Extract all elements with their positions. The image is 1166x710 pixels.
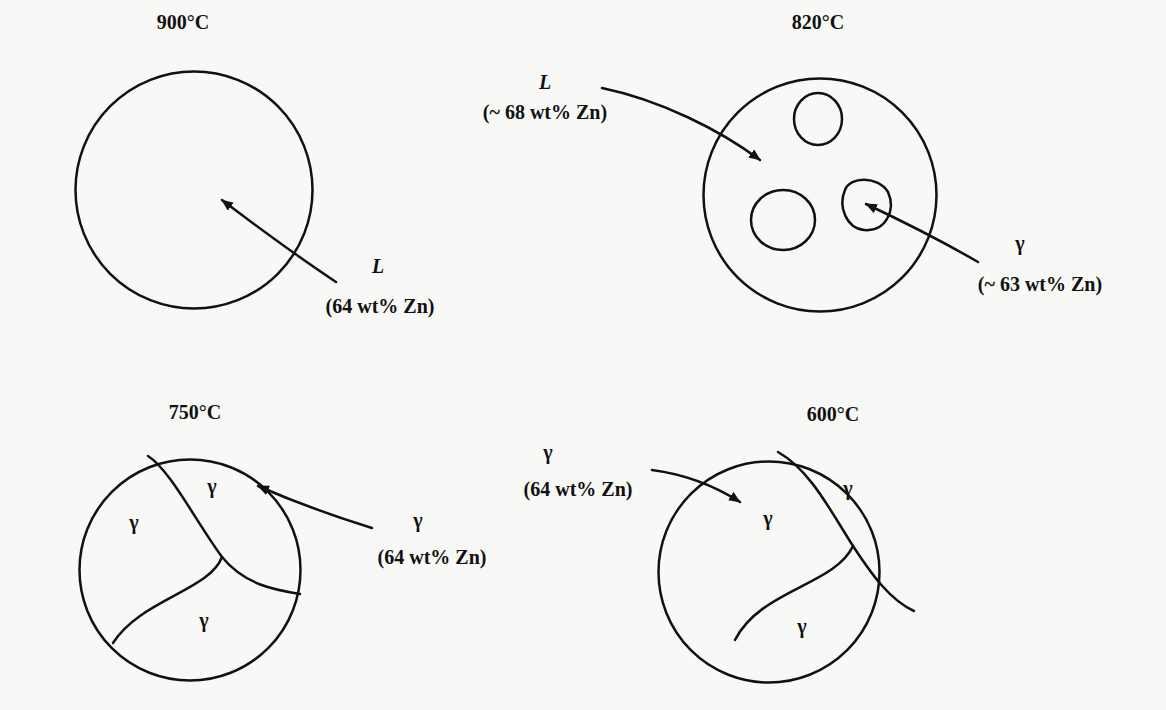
composition-label: (64 wt% Zn) bbox=[326, 295, 435, 317]
composition-label: (64 wt% Zn) bbox=[524, 478, 633, 500]
solid-grain bbox=[794, 93, 842, 145]
phase-label: γ bbox=[797, 615, 806, 637]
temperature-heading: 750°C bbox=[169, 401, 221, 423]
phase-symbol: L bbox=[539, 71, 551, 93]
phase-label: γ bbox=[207, 475, 216, 497]
phase-label: γ bbox=[199, 609, 208, 631]
micrograph-circle: 900°C bbox=[74, 70, 314, 310]
phase-symbol: L bbox=[372, 255, 384, 277]
leader-arrow bbox=[652, 470, 740, 502]
grain-boundary bbox=[735, 546, 853, 640]
circle-outline bbox=[702, 77, 938, 313]
composition-label: (~ 68 wt% Zn) bbox=[483, 101, 607, 123]
circle-outline bbox=[74, 70, 314, 310]
composition-label: (64 wt% Zn) bbox=[378, 546, 487, 568]
phase-label: γ bbox=[843, 477, 852, 499]
composition-label: (~ 63 wt% Zn) bbox=[978, 273, 1102, 295]
grain-boundary bbox=[113, 557, 222, 643]
leader-arrow bbox=[222, 200, 336, 282]
grain-boundary bbox=[148, 456, 300, 594]
phase-symbol: γ bbox=[1015, 232, 1024, 254]
temperature-heading: 600°C bbox=[807, 403, 859, 425]
phase-label: γ bbox=[129, 511, 138, 533]
temperature-heading: 820°C bbox=[792, 11, 844, 33]
leader-arrow bbox=[602, 88, 760, 160]
temperature-heading: 900°C bbox=[157, 11, 209, 33]
circle-outline bbox=[78, 458, 302, 682]
leader-arrow bbox=[258, 486, 372, 528]
phase-symbol: γ bbox=[543, 441, 552, 463]
phase-symbol: γ bbox=[413, 509, 422, 531]
micrograph-circle: 600°Cγγγ bbox=[657, 460, 881, 684]
solid-grain bbox=[751, 190, 815, 250]
micrograph-circle: 750°Cγγγ bbox=[78, 458, 302, 682]
phase-label: γ bbox=[763, 507, 772, 529]
micrograph-circle: 820°C bbox=[702, 77, 938, 313]
